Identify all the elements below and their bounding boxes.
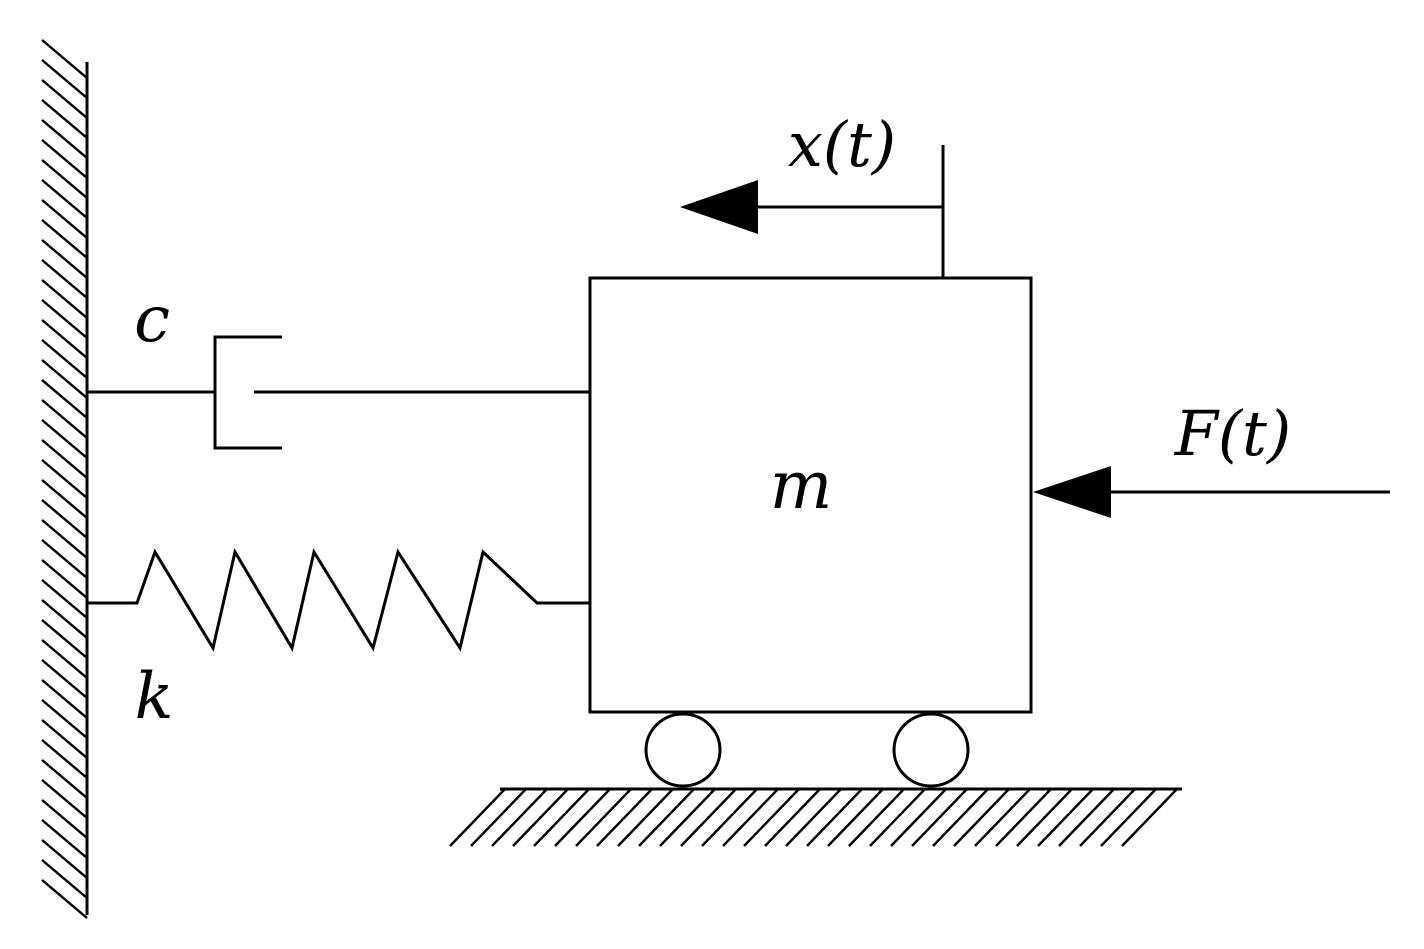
mass-label: m xyxy=(770,447,833,524)
wall-hatch-line xyxy=(41,799,88,839)
wall-hatch-line xyxy=(41,839,88,879)
ground-hatch-line xyxy=(638,788,695,847)
wall-hatch-line xyxy=(41,619,88,659)
ground-hatch-line xyxy=(848,788,905,847)
wall-hatch-line xyxy=(41,779,88,819)
wall-hatch-line xyxy=(41,699,88,739)
wall-hatch-line xyxy=(41,199,88,239)
mass-block xyxy=(588,276,1033,714)
force-label: F(t) xyxy=(1174,397,1291,470)
spring xyxy=(87,548,590,652)
wall-hatching xyxy=(41,39,88,919)
wall-hatch-line xyxy=(41,359,88,399)
ground-hatch-line xyxy=(722,788,779,847)
ground-hatching xyxy=(449,788,1178,847)
wall-hatch-line xyxy=(41,279,88,319)
wall-hatch-line xyxy=(41,739,88,779)
ground-hatch-line xyxy=(701,788,758,847)
ground-hatch-line xyxy=(869,788,926,847)
ground-hatch-line xyxy=(1079,788,1136,847)
ground-hatch-line xyxy=(911,788,968,847)
wall-hatch-line xyxy=(41,459,88,499)
wall-hatch-line xyxy=(41,639,88,679)
ground-hatch-line xyxy=(743,788,800,847)
ground-hatch-line xyxy=(995,788,1052,847)
wall-hatch-line xyxy=(41,539,88,579)
left-wheel xyxy=(644,712,722,788)
wall-hatch-line xyxy=(41,179,88,219)
wall-hatch-line xyxy=(41,719,88,759)
ground-hatch-line xyxy=(974,788,1031,847)
wall-hatch-line xyxy=(41,299,88,339)
ground-hatch-line xyxy=(512,788,569,847)
displacement-arrowhead xyxy=(680,180,758,234)
wheels xyxy=(644,712,970,788)
wall-hatch-line xyxy=(41,659,88,699)
ground-hatch-line xyxy=(806,788,863,847)
ground-hatch-line xyxy=(491,788,548,847)
ground-hatch-line xyxy=(533,788,590,847)
wall-hatch-line xyxy=(41,219,88,259)
wall-hatch-line xyxy=(41,59,88,99)
wall-hatch-line xyxy=(41,139,88,179)
wall-hatch-line xyxy=(41,159,88,199)
wall-hatch-line xyxy=(41,579,88,619)
wall-hatch-line xyxy=(41,499,88,539)
ground-hatch-line xyxy=(1016,788,1073,847)
spring-coil xyxy=(87,548,590,652)
ground-hatch-line xyxy=(596,788,653,847)
displacement-label: x(t) xyxy=(788,108,896,181)
wall-hatch-line xyxy=(41,759,88,799)
fixed-wall xyxy=(41,39,89,919)
ground-hatch-line xyxy=(1037,788,1094,847)
wall-hatch-line xyxy=(41,879,88,919)
wall-hatch-line xyxy=(41,559,88,599)
wall-hatch-line xyxy=(41,679,88,719)
damper xyxy=(87,335,590,450)
wall-hatch-line xyxy=(41,339,88,379)
ground-hatch-line xyxy=(1058,788,1115,847)
wall-hatch-line xyxy=(41,399,88,439)
ground-hatch-line xyxy=(617,788,674,847)
wall-hatch-line xyxy=(41,479,88,519)
wall-hatch-line xyxy=(41,79,88,119)
ground-hatch-line xyxy=(680,788,737,847)
ground-hatch-line xyxy=(575,788,632,847)
ground-hatch-line xyxy=(1100,788,1157,847)
ground-hatch-line xyxy=(764,788,821,847)
wall-hatch-line xyxy=(41,39,88,79)
wall-hatch-line xyxy=(41,319,88,359)
mass-rectangle xyxy=(588,276,1033,714)
wall-hatch-line xyxy=(41,819,88,859)
ground-hatch-line xyxy=(827,788,884,847)
wall-hatch-line xyxy=(41,419,88,459)
ground-hatch-line xyxy=(470,788,527,847)
wall-hatch-line xyxy=(41,859,88,899)
ground-hatch-line xyxy=(659,788,716,847)
force-arrow xyxy=(1033,466,1390,518)
force-arrowhead xyxy=(1033,466,1111,518)
ground-hatch-line xyxy=(449,788,506,847)
wall-hatch-line xyxy=(41,439,88,479)
damper-cylinder xyxy=(213,335,282,450)
wall-hatch-line xyxy=(41,599,88,639)
ground-hatch-line xyxy=(785,788,842,847)
displacement-indicator xyxy=(680,145,945,278)
wall-hatch-line xyxy=(41,119,88,159)
ground-hatch-line xyxy=(554,788,611,847)
ground-hatch-line xyxy=(953,788,1010,847)
wall-hatch-line xyxy=(41,379,88,419)
right-wheel xyxy=(892,712,970,788)
ground-hatch-line xyxy=(1121,788,1178,847)
ground-hatch-line xyxy=(932,788,989,847)
wall-hatch-line xyxy=(41,239,88,279)
wall-hatch-line xyxy=(41,519,88,559)
wall-hatch-line xyxy=(41,259,88,299)
damping-label: c xyxy=(134,283,170,357)
ground xyxy=(449,787,1182,847)
wall-hatch-line xyxy=(41,99,88,139)
stiffness-label: k xyxy=(135,660,174,734)
ground-hatch-line xyxy=(890,788,947,847)
